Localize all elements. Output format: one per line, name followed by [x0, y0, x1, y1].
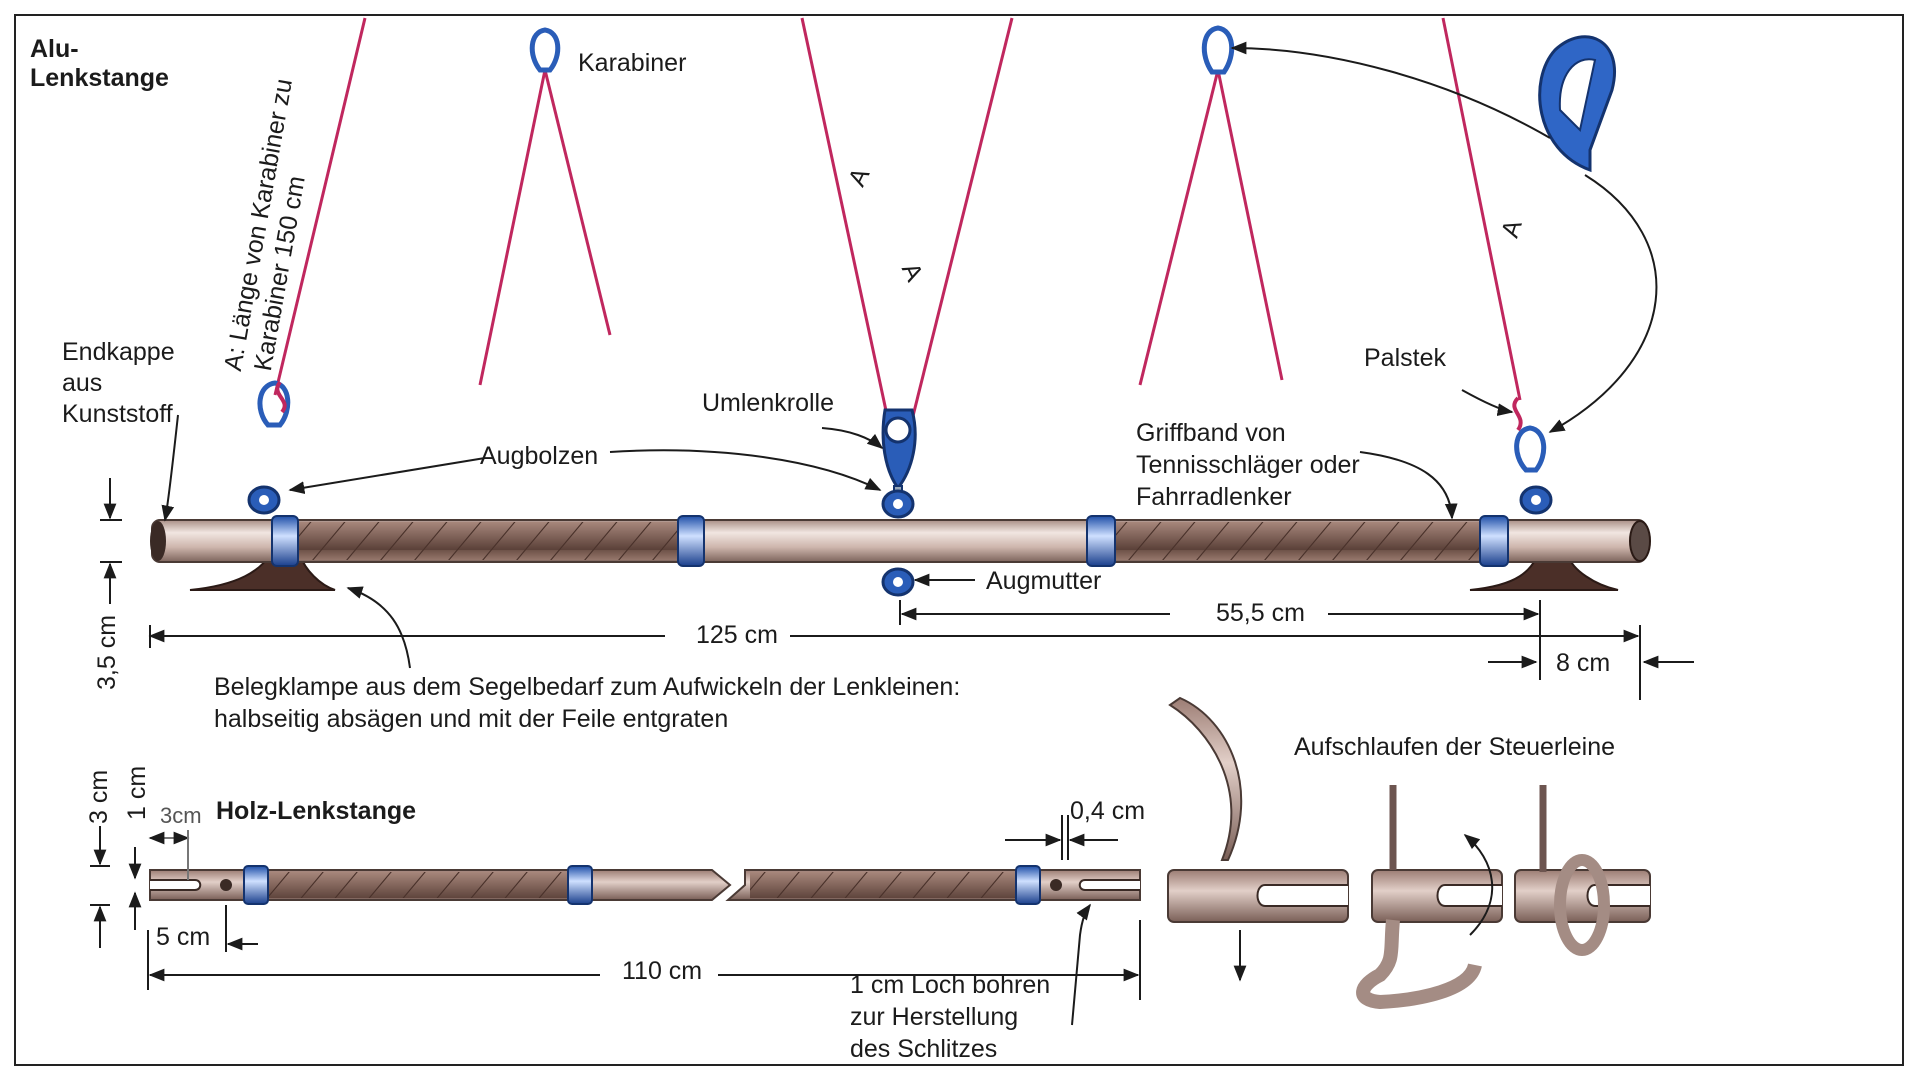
- alu-lenkstange-tube: [150, 515, 1651, 567]
- dim-slot-width-b: 0,4 cm: [1070, 797, 1146, 825]
- karabiner-bridle-left: [478, 69, 547, 386]
- label-belegklampe-line1: Belegklampe aus dem Segelbedarf zum Aufw…: [214, 673, 961, 701]
- alu-title-line2: Lenkstange: [30, 64, 169, 92]
- label-umlenkrolle: Umlenkrolle: [702, 389, 834, 417]
- aufschlaufen-step-3: [1514, 785, 1651, 956]
- karabiner-icon: [529, 27, 561, 73]
- dimension-lines-bottom: [90, 815, 1141, 1026]
- karabiner-bridle-right-2: [1216, 69, 1284, 381]
- label-endkappe-line1: Endkappe: [62, 338, 175, 366]
- label-loch-line1: 1 cm Loch bohren: [850, 971, 1051, 999]
- label-griffband-line3: Fahrradlenker: [1136, 483, 1292, 511]
- label-aufschlaufen: Aufschlaufen der Steuerleine: [1294, 733, 1616, 761]
- dim-slot-depth: 3cm: [160, 803, 202, 828]
- dimension-lines: [100, 478, 1694, 700]
- label-griffband-line1: Griffband von: [1136, 419, 1286, 447]
- line-right: [1441, 17, 1522, 401]
- label-griffband-line2: Tennisschläger oder: [1136, 451, 1360, 479]
- steering-lines: [273, 17, 1522, 421]
- label-loch-line2: zur Herstellung: [850, 1003, 1019, 1031]
- label-endkappe-line2: aus: [62, 369, 103, 397]
- label-palstek: Palstek: [1364, 344, 1446, 372]
- aufschlaufen-step-1: [1167, 696, 1349, 982]
- line-left: [273, 17, 367, 396]
- dim-end-offset: 8 cm: [1556, 649, 1611, 677]
- augbolzen-icon: [247, 485, 1553, 519]
- label-karabiner: Karabiner: [578, 49, 687, 77]
- aufschlaufen-step-2: [1356, 785, 1503, 1010]
- augmutter-icon: [881, 567, 915, 597]
- label-belegklampe-line2: halbseitig absägen und mit der Feile ent…: [214, 705, 729, 733]
- diagram-frame: [14, 14, 1904, 1066]
- karabiner-bridle-right: [543, 69, 612, 336]
- label-augbolzen: Augbolzen: [480, 442, 599, 470]
- karabiner-enlarged-icon: [1538, 35, 1616, 173]
- dim-alu-diameter: 3,5 cm: [93, 614, 121, 690]
- dim-slot-width-a: 1 cm: [123, 765, 151, 820]
- dim-holz-length: 110 cm: [622, 957, 703, 985]
- dim-hole-offset: 5 cm: [156, 923, 211, 951]
- label-endkappe-line3: Kunststoff: [62, 400, 173, 428]
- palstek-knot-icon: [275, 380, 1523, 432]
- label-augmutter: Augmutter: [986, 567, 1102, 595]
- karabiner-bridle-left-2: [1138, 69, 1220, 386]
- line-a-left: [800, 17, 890, 421]
- karabiner-icon: [1514, 425, 1547, 473]
- leader-lines: [161, 41, 1658, 669]
- alu-title-line1: Alu-: [30, 35, 79, 63]
- line-a-right: [910, 17, 1014, 421]
- dim-holz-diameter: 3 cm: [85, 769, 113, 824]
- holz-title: Holz-Lenkstange: [216, 797, 417, 825]
- dim-alu-length: 125 cm: [696, 621, 778, 649]
- dim-half-span: 55,5 cm: [1216, 599, 1305, 627]
- label-loch-line3: des Schlitzes: [850, 1035, 998, 1063]
- holz-lenkstange-right-part: [725, 865, 1141, 905]
- karabiner-icon: [257, 380, 291, 428]
- holz-lenkstange-left-part: [149, 865, 732, 905]
- karabiner-icon: [1201, 25, 1235, 75]
